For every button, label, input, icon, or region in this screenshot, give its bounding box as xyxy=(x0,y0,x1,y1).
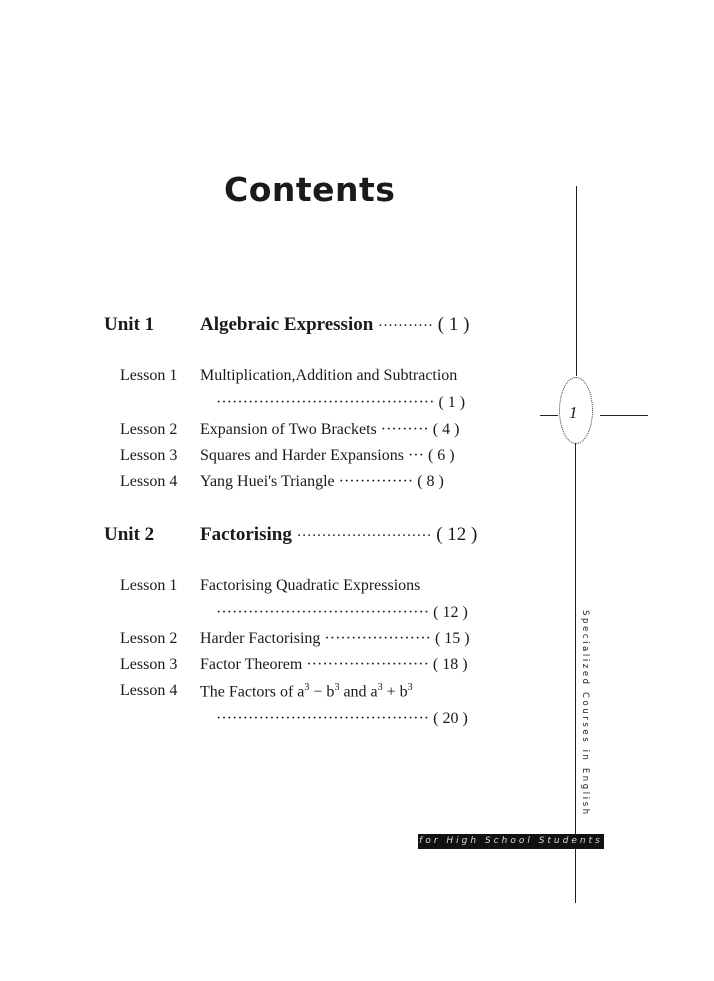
leader-dots: ··········· xyxy=(378,318,433,334)
leader-dots: ···················· xyxy=(324,630,431,647)
leader-dots: ··························· xyxy=(296,528,432,544)
lesson-dots-line: ········································… xyxy=(216,710,468,728)
lesson-label: Lesson 1 xyxy=(120,367,178,384)
lesson-title: Expansion of Two Brackets xyxy=(200,421,377,438)
horizontal-rule xyxy=(600,415,648,416)
lesson-dots-line: ········································… xyxy=(216,604,468,622)
lesson-title[interactable]: Factorising Quadratic Expressions xyxy=(200,577,421,594)
page-ref: ( 8 ) xyxy=(417,473,444,490)
page-title: Contents xyxy=(224,170,396,209)
lesson-entry[interactable]: Yang Huei's Triangle ·············· ( 8 … xyxy=(200,473,444,491)
lesson-label: Lesson 1 xyxy=(120,577,178,594)
horizontal-rule xyxy=(540,415,558,416)
page-number-ornament xyxy=(559,377,593,444)
page-number: 1 xyxy=(569,403,578,422)
superscript: 3 xyxy=(334,682,340,693)
leader-dots: ··· xyxy=(407,447,424,464)
page-ref: ( 15 ) xyxy=(434,630,470,647)
page-ref: ( 18 ) xyxy=(432,656,468,673)
title-part: + b xyxy=(382,683,408,701)
lesson-label: Lesson 4 xyxy=(120,682,178,699)
page-ref: ( 6 ) xyxy=(427,447,455,464)
title-part: − b xyxy=(309,683,335,701)
page-ref: ( 20 ) xyxy=(433,710,468,727)
lesson-dots-line: ········································… xyxy=(216,394,465,412)
lesson-label: Lesson 2 xyxy=(120,421,178,438)
superscript: 3 xyxy=(377,682,383,693)
vertical-rule xyxy=(575,443,576,903)
unit-2-entry[interactable]: Factorising ··························· … xyxy=(200,524,477,546)
page-ref: ( 1 ) xyxy=(437,314,470,335)
leader-dots: ········································… xyxy=(216,394,435,411)
page-ref: ( 12 ) xyxy=(433,604,468,621)
lesson-entry[interactable]: Harder Factorising ···················· … xyxy=(200,630,470,648)
vertical-rule xyxy=(576,186,577,376)
superscript: 3 xyxy=(407,682,413,693)
page-ref: ( 1 ) xyxy=(438,394,466,411)
lesson-title: Factor Theorem xyxy=(200,656,303,673)
unit-1-label: Unit 1 xyxy=(104,314,155,335)
leader-dots: ·············· xyxy=(338,473,414,490)
page-ref: ( 12 ) xyxy=(436,524,478,545)
lesson-entry[interactable]: Expansion of Two Brackets ········· ( 4 … xyxy=(200,421,459,439)
superscript: 3 xyxy=(304,682,310,693)
page-ref: ( 4 ) xyxy=(432,421,460,438)
lesson-label: Lesson 3 xyxy=(120,656,178,673)
series-band: for High School Students xyxy=(418,834,604,849)
lesson-label: Lesson 4 xyxy=(120,473,178,490)
unit-title: Factorising xyxy=(200,524,292,545)
lesson-label: Lesson 3 xyxy=(120,447,178,464)
lesson-entry[interactable]: Squares and Harder Expansions ··· ( 6 ) xyxy=(200,447,455,465)
unit-2-label: Unit 2 xyxy=(104,524,155,545)
unit-1-entry[interactable]: Algebraic Expression ··········· ( 1 ) xyxy=(200,314,469,336)
lesson-title: Yang Huei's Triangle xyxy=(200,473,335,490)
title-part: The Factors of a xyxy=(200,683,305,701)
lesson-title[interactable]: Multiplication,Addition and Subtraction xyxy=(200,367,458,384)
lesson-entry[interactable]: Factor Theorem ······················· (… xyxy=(200,656,468,674)
title-part: and a xyxy=(339,683,378,701)
lesson-label: Lesson 2 xyxy=(120,630,178,647)
leader-dots: ········································ xyxy=(216,604,430,621)
unit-title: Algebraic Expression xyxy=(200,314,374,335)
leader-dots: ········································ xyxy=(216,710,430,727)
leader-dots: ······················· xyxy=(306,656,429,673)
lesson-title[interactable]: The Factors of a3 − b3 and a3 + b3 xyxy=(200,682,413,701)
side-series-title: Specialized Courses in English xyxy=(580,610,590,817)
lesson-title: Harder Factorising xyxy=(200,630,321,647)
leader-dots: ········· xyxy=(380,421,429,438)
lesson-title: Squares and Harder Expansions xyxy=(200,447,404,464)
